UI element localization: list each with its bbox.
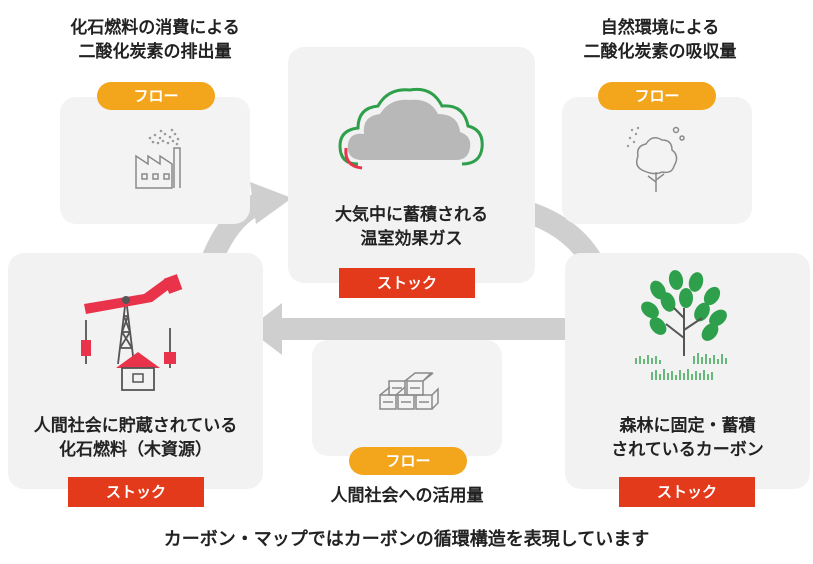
absorption-flow-card [562, 97, 752, 224]
atmosphere-label-line1: 大気中に蓄積される [335, 205, 488, 225]
forest-stock-badge: ストック [619, 477, 755, 507]
forest-label-line1: 森林に固定・蓄積 [619, 416, 756, 436]
arrow-forest-to-society [280, 318, 570, 340]
atmosphere-label-line2: 温室効果ガス [360, 229, 463, 249]
emission-title-line1: 化石燃料の消費による [70, 18, 240, 38]
society-stock-badge: ストック [68, 477, 204, 507]
lumber-icon [379, 372, 439, 410]
emission-flow-title: 化石燃料の消費による 二酸化炭素の排出量 [40, 16, 270, 64]
forest-stock-label: 森林に固定・蓄積 されているカーボン [565, 414, 810, 462]
forest-tree-icon [635, 270, 727, 380]
absorption-flow-badge: フロー [598, 82, 716, 110]
society-stock-label: 人間社会に貯蔵されている 化石燃料（木資源） [8, 414, 263, 462]
oil-pump-house-icon [81, 274, 183, 391]
forest-label-line2: されているカーボン [611, 440, 764, 460]
emission-flow-badge: フロー [97, 82, 215, 110]
absorption-flow-title: 自然環境による 二酸化炭素の吸収量 [545, 16, 775, 64]
factory-smoke-icon [135, 128, 181, 189]
society-label-line2: 化石燃料（木資源） [59, 440, 212, 460]
atmosphere-stock-badge: ストック [339, 268, 475, 298]
utilization-flow-badge: フロー [349, 447, 467, 475]
arrow-head-society-to-atmosphere [250, 182, 292, 224]
society-label-line1: 人間社会に貯蔵されている [33, 416, 238, 436]
absorption-title-line2: 二酸化炭素の吸収量 [583, 42, 737, 62]
arrow-head-forest-to-society [248, 303, 282, 355]
society-stock-card [8, 253, 263, 489]
absorption-title-line1: 自然環境による [600, 18, 720, 38]
tree-absorbing-icon [626, 126, 685, 192]
atmosphere-stock-card [288, 47, 535, 283]
utilization-flow-title: 人間社会への活用量 [330, 486, 484, 506]
diagram-caption: カーボン・マップではカーボンの循環構造を表現しています [163, 529, 650, 550]
utilization-flow-card [312, 340, 502, 456]
emission-title-line2: 二酸化炭素の排出量 [78, 42, 232, 62]
cloud-icon [338, 87, 484, 170]
atmosphere-stock-label: 大気中に蓄積される 温室効果ガス [288, 203, 535, 251]
